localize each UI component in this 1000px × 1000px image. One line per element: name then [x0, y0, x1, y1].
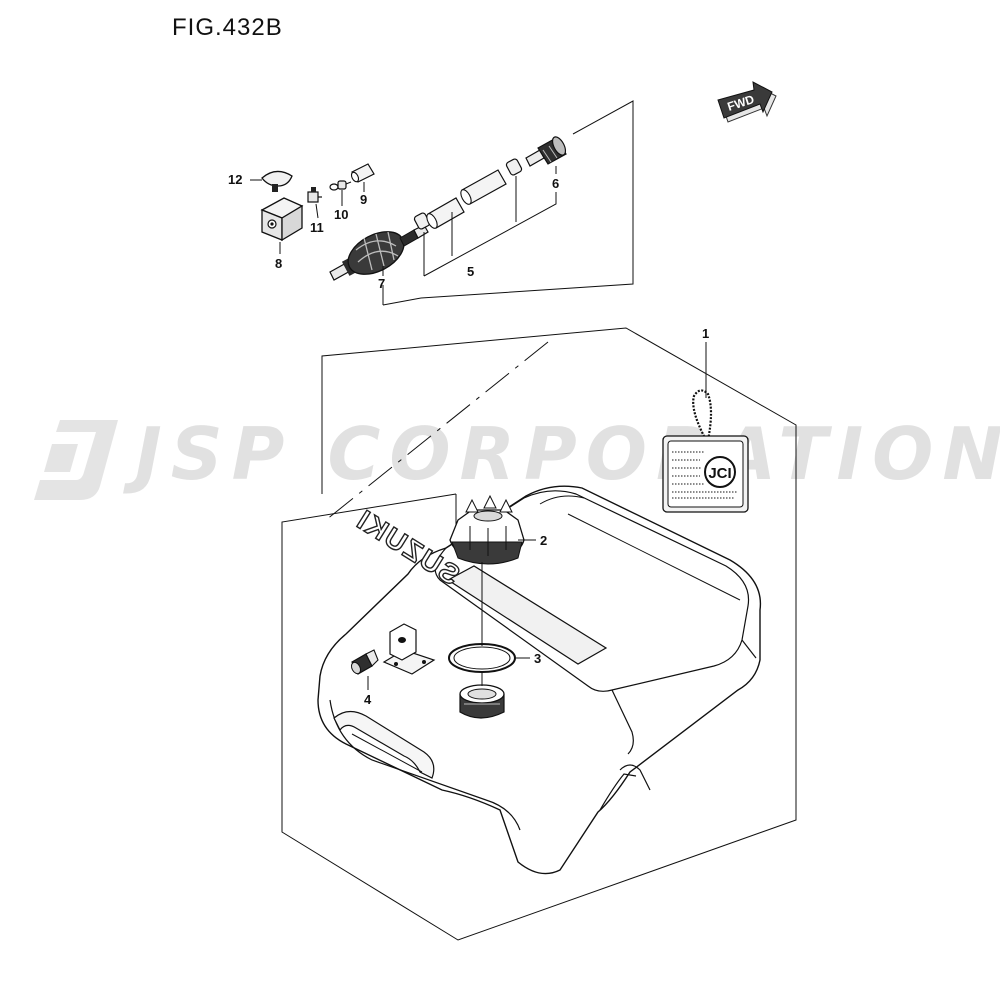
callout-numbers: 1 2 3 4 5 6 7 8 9 10 11 12	[228, 172, 709, 707]
bracket-part-8-icon	[260, 197, 304, 242]
hose-group-frame	[382, 100, 634, 306]
jci-tag-part-1-icon: JCI	[662, 389, 749, 513]
callout-5: 5	[467, 264, 474, 279]
callout-8: 8	[275, 256, 282, 271]
figure-title: FIG.432B	[172, 14, 283, 41]
connector-part-6-icon	[525, 136, 567, 167]
tank-callout-lines	[367, 342, 707, 690]
filler-cap-part-2-icon	[449, 494, 525, 565]
callout-6: 6	[552, 176, 559, 191]
fuel-tank-body-icon: SUZUKI	[317, 485, 762, 875]
callout-1: 1	[702, 326, 709, 341]
callout-12: 12	[228, 172, 242, 187]
tag-logo-text: JCI	[708, 465, 731, 482]
callout-11: 11	[310, 220, 324, 235]
callout-2: 2	[540, 533, 547, 548]
primer-bulb-part-7-icon	[329, 224, 429, 281]
tank-bracket-icon	[382, 623, 436, 675]
callout-7: 7	[378, 276, 385, 291]
callout-9: 9	[360, 192, 367, 207]
clip-part-12-icon	[261, 170, 293, 192]
callout-4: 4	[364, 692, 372, 707]
tank-group-frame	[281, 327, 797, 941]
hose-part-5-icon	[413, 158, 523, 230]
callout-3: 3	[534, 651, 541, 666]
filler-neck-icon	[459, 684, 505, 719]
fwd-arrow-icon: FWD	[717, 81, 777, 123]
fitting-part-11-icon	[307, 187, 322, 203]
assembly-axis-line	[325, 341, 549, 521]
callout-10: 10	[334, 207, 348, 222]
hose-part-9-icon	[350, 163, 375, 183]
fuel-fitting-part-4-icon	[350, 649, 379, 675]
fitting-part-10-icon	[329, 180, 352, 191]
hose-callout-lines	[250, 166, 557, 277]
